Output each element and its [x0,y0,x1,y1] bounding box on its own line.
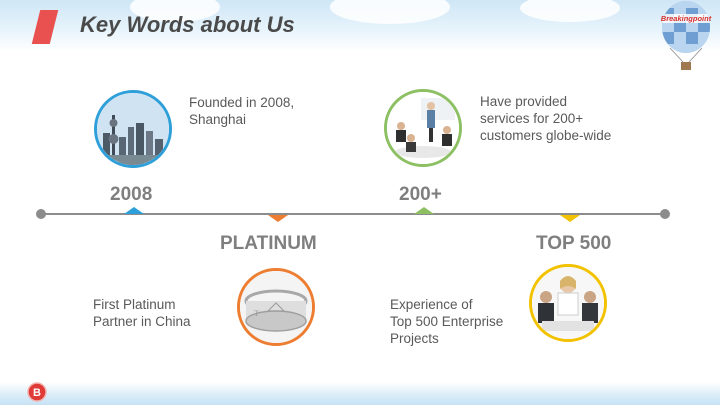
marker-platinum [268,215,288,222]
page-title: Key Words about Us [80,12,295,37]
milestone-200plus-description: Have provided services for 200+ customer… [480,94,612,143]
marker-top500 [560,215,580,222]
milestone-top500-description: Experience of Top 500 Enterprise Project… [390,297,504,346]
timeline-line [41,213,666,215]
milestone-200plus-label: 200+ [399,184,442,205]
platinum-ring-icon: T [237,268,315,346]
header-background [0,0,720,52]
milestone-2008-description: Founded in 2008, Shanghai [189,95,295,127]
balloon-logo-text: Breakingpoint [661,14,712,23]
breakingpoint-logo-icon: B [27,382,47,402]
milestone-platinum-label: PLATINUM [220,233,317,254]
svg-text:T: T [254,309,259,318]
business-meeting-icon [384,89,462,167]
timeline-end-dot [660,209,670,219]
shanghai-skyline-icon [94,90,172,168]
milestone-2008-label: 2008 [110,184,153,205]
business-team-icon [529,264,607,342]
timeline-start-dot [36,209,46,219]
milestone-platinum-description: First Platinum Partner in China [93,297,191,329]
balloon-logo-icon: Breakingpoint [661,1,712,70]
milestone-top500-label: TOP 500 [536,233,612,254]
marker-200plus [414,207,434,214]
svg-text:B: B [33,387,41,399]
marker-2008 [124,207,144,214]
footer-background [0,382,720,405]
